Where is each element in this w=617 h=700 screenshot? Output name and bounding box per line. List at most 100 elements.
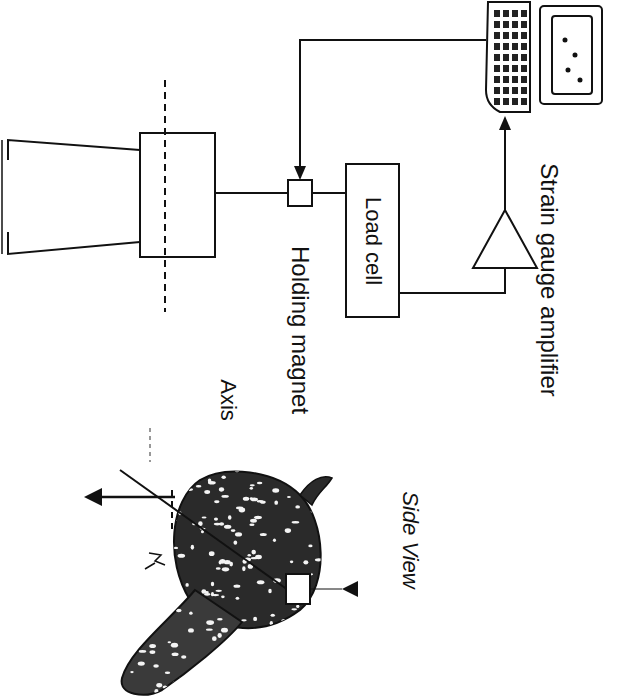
control-line (294, 40, 486, 180)
animal-figure (316, 665, 323, 669)
computer-keyboard (494, 87, 500, 94)
animal-figure (236, 597, 240, 600)
animal-figure (172, 689, 177, 692)
animal-figure (324, 607, 329, 610)
animal-figure (142, 516, 147, 518)
animal-figure (199, 668, 206, 672)
animal-figure (122, 560, 128, 564)
animal-figure (117, 499, 124, 503)
animal-figure (113, 599, 120, 603)
animal-figure (266, 643, 271, 647)
animal-figure (157, 588, 162, 590)
animal-figure (258, 669, 262, 671)
animal-figure (324, 487, 329, 492)
animal-figure (214, 517, 218, 520)
animal-figure (224, 677, 232, 679)
animal-figure (242, 566, 245, 571)
animal-figure (174, 601, 178, 605)
animal-figure (259, 464, 264, 467)
animal-figure (307, 475, 313, 478)
animal-figure (230, 659, 237, 661)
animal-figure (220, 559, 225, 564)
animal-figure (173, 474, 180, 477)
animal-figure (201, 589, 206, 593)
animal-figure (235, 469, 240, 472)
animal-figure (219, 487, 224, 491)
animal-figure (260, 533, 267, 536)
animal-figure (143, 533, 149, 537)
animal-figure (232, 695, 238, 699)
animal-figure (248, 554, 251, 556)
animal-figure (323, 540, 328, 543)
animal-figure (257, 482, 262, 485)
computer-keyboard (521, 98, 527, 105)
animal-figure (142, 633, 148, 638)
box-label: Load cell (360, 196, 384, 284)
animal-figure (228, 515, 232, 520)
animal-figure (250, 498, 258, 502)
animal-figure (300, 470, 303, 475)
animal-figure (322, 464, 327, 467)
animal-figure (117, 543, 121, 547)
animal-figure (118, 595, 125, 599)
animal-figure (268, 467, 272, 470)
animal-figure (216, 567, 221, 569)
animal-figure (271, 614, 275, 617)
animal-figure (275, 682, 278, 686)
animal-figure (114, 544, 120, 546)
animal-figure (189, 467, 193, 472)
animal-figure (130, 490, 134, 492)
animal-figure (294, 638, 300, 642)
animal-figure (211, 667, 216, 669)
computer-keyboard (494, 43, 500, 50)
animal-figure (222, 567, 229, 571)
computer-keyboard (512, 10, 518, 17)
computer-keyboard (521, 87, 527, 94)
animal-figure (299, 639, 305, 644)
computer-keyboard (494, 10, 500, 17)
animal-figure (169, 575, 172, 578)
animal-figure (156, 683, 162, 687)
animal-figure (148, 463, 155, 468)
suspension-wire (215, 192, 288, 194)
part-label: Axis (216, 377, 240, 423)
animal-figure (212, 636, 217, 641)
animal-figure (188, 628, 194, 632)
animal-figure (127, 547, 131, 550)
animal-figure (217, 655, 223, 660)
animal-figure (136, 580, 141, 583)
computer-keyboard (503, 32, 509, 39)
animal-figure (165, 591, 171, 595)
animal-figure (290, 561, 293, 564)
computer-keyboard (521, 65, 527, 72)
animal-figure (139, 635, 146, 637)
computer-keyboard (521, 76, 527, 83)
animal-figure (327, 531, 331, 533)
animal-figure (251, 557, 258, 559)
animal-figure (297, 687, 302, 691)
animal-figure (165, 586, 171, 589)
animal-figure (191, 545, 194, 550)
animal-figure (289, 636, 297, 641)
animal-figure (141, 466, 148, 471)
animal-figure (219, 465, 223, 469)
animal-figure (214, 523, 221, 526)
animal-figure (204, 465, 210, 469)
computer-monitor (540, 6, 602, 104)
animal-figure (112, 463, 337, 700)
animal-figure (129, 501, 132, 505)
animal-figure (214, 500, 219, 503)
animal-figure (162, 584, 170, 586)
animal-figure (285, 528, 291, 533)
process-box: Load cell (345, 163, 400, 318)
animal-figure (308, 545, 312, 548)
animal-figure (189, 670, 196, 673)
side-view-load-cell (286, 574, 310, 604)
animal-figure (176, 609, 182, 612)
animal-figure (147, 604, 151, 606)
animal-figure (165, 671, 170, 674)
animal-figure (134, 570, 141, 572)
animal-figure (187, 488, 193, 491)
animal-figure (202, 516, 207, 518)
animal-figure (121, 649, 129, 651)
